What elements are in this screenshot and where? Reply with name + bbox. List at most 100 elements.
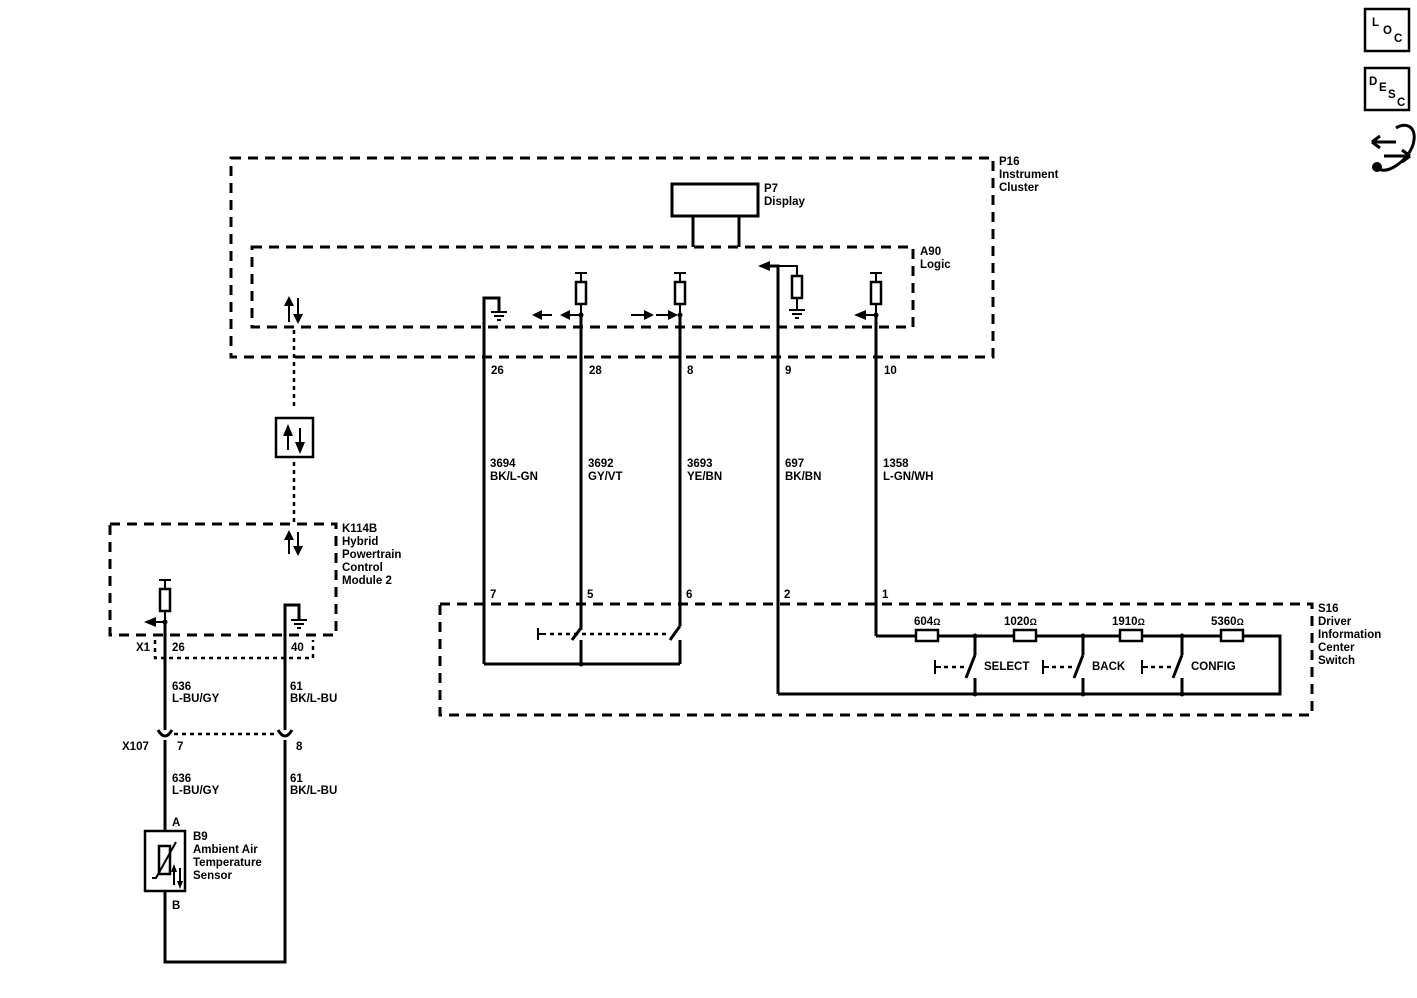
- s16-pin-numbers: 7 5 6 2 1: [490, 589, 889, 601]
- svg-text:Module 2: Module 2: [342, 575, 392, 587]
- svg-text:YE/BN: YE/BN: [687, 471, 722, 483]
- svg-text:K114B: K114B: [342, 523, 377, 535]
- svg-text:CONFIG: CONFIG: [1191, 661, 1236, 673]
- svg-text:7: 7: [177, 741, 183, 753]
- display-ribbon: [691, 216, 741, 247]
- desc-letter-d: D: [1369, 76, 1377, 88]
- svg-text:Instrument: Instrument: [999, 169, 1059, 181]
- hpcm2-label: K114B Hybrid Powertrain Control Module 2: [342, 523, 401, 587]
- svg-text:A: A: [172, 817, 180, 829]
- dic-switch-label: S16 Driver Information Center Switch: [1318, 603, 1381, 667]
- instrument-cluster-boundary: [229, 156, 995, 359]
- svg-text:P16: P16: [999, 156, 1019, 168]
- wire-61-lower-label: 61 BK/L-BU: [290, 773, 337, 797]
- desc-letter-e: E: [1379, 82, 1387, 94]
- logic-label: A90 Logic: [920, 246, 951, 271]
- wire-3693-label: 3693 YE/BN: [687, 458, 722, 483]
- wire-636-lower-label: 636 L-BU/GY: [172, 773, 220, 797]
- svg-text:1: 1: [882, 589, 889, 601]
- svg-text:26: 26: [172, 642, 185, 654]
- svg-text:3693: 3693: [687, 458, 713, 470]
- sensor-pin-labels: A B: [172, 817, 180, 912]
- svg-text:1910Ω: 1910Ω: [1112, 616, 1145, 628]
- svg-text:Cluster: Cluster: [999, 182, 1039, 194]
- logic-circuit-10: [854, 272, 883, 636]
- svg-text:Powertrain: Powertrain: [342, 549, 401, 561]
- svg-text:61: 61: [290, 681, 303, 693]
- cluster-pin-numbers: 26 28 8 9 10: [491, 365, 897, 377]
- svg-text:BACK: BACK: [1092, 661, 1126, 673]
- svg-text:Hybrid: Hybrid: [342, 536, 378, 548]
- hpcm2-sensor-input: [144, 579, 172, 730]
- svg-text:Control: Control: [342, 562, 383, 574]
- svg-text:Switch: Switch: [1318, 655, 1355, 667]
- loc-button[interactable]: L O C: [1363, 7, 1411, 53]
- svg-text:S16: S16: [1318, 603, 1338, 615]
- svg-text:7: 7: [490, 589, 496, 601]
- svg-text:B: B: [172, 900, 180, 912]
- svg-text:P7: P7: [764, 183, 778, 195]
- svg-text:A90: A90: [920, 246, 941, 258]
- svg-text:Display: Display: [764, 196, 806, 208]
- display-box: [670, 182, 760, 218]
- svg-text:5360Ω: 5360Ω: [1211, 616, 1244, 628]
- svg-text:9: 9: [785, 365, 791, 377]
- wire-636-upper-label: 636 L-BU/GY: [172, 681, 220, 705]
- mode-switch: [484, 625, 682, 667]
- instrument-cluster-label: P16 Instrument Cluster: [999, 156, 1059, 194]
- svg-text:Logic: Logic: [920, 259, 951, 271]
- svg-text:Temperature: Temperature: [193, 857, 262, 869]
- wire-3692-label: 3692 GY/VT: [588, 458, 623, 483]
- desc-letter-c: C: [1397, 97, 1405, 109]
- svg-text:26: 26: [491, 365, 504, 377]
- loc-letter-c: C: [1394, 33, 1402, 45]
- svg-text:L-BU/GY: L-BU/GY: [172, 693, 220, 705]
- x107-connector-labels: X107 7 8: [122, 741, 303, 753]
- svg-text:Information: Information: [1318, 629, 1381, 641]
- hpcm2-serial-icon: [284, 530, 303, 556]
- svg-text:2: 2: [784, 589, 790, 601]
- config-switch: CONFIG: [1141, 636, 1236, 694]
- svg-text:BK/L-GN: BK/L-GN: [490, 471, 538, 483]
- svg-text:40: 40: [291, 642, 304, 654]
- svg-text:X107: X107: [122, 741, 149, 753]
- connector-view-icon[interactable]: [1371, 123, 1416, 172]
- hpcm2-ground: [283, 603, 307, 730]
- back-switch: BACK: [1042, 636, 1126, 694]
- wire-1358-label: 1358 L-GN/WH: [883, 458, 933, 483]
- svg-text:BK/BN: BK/BN: [785, 471, 821, 483]
- desc-button[interactable]: D E S C: [1363, 66, 1411, 112]
- svg-text:Center: Center: [1318, 642, 1355, 654]
- svg-text:L-BU/GY: L-BU/GY: [172, 785, 220, 797]
- svg-text:697: 697: [785, 458, 804, 470]
- gateway-icon: [274, 416, 315, 459]
- svg-text:L-GN/WH: L-GN/WH: [883, 471, 933, 483]
- loc-letter-l: L: [1372, 17, 1379, 29]
- svg-text:636: 636: [172, 681, 191, 693]
- wire-697-label: 697 BK/BN: [785, 458, 821, 483]
- svg-text:BK/L-BU: BK/L-BU: [290, 693, 337, 705]
- svg-text:BK/L-BU: BK/L-BU: [290, 785, 337, 797]
- svg-text:604Ω: 604Ω: [914, 616, 940, 628]
- svg-text:GY/VT: GY/VT: [588, 471, 623, 483]
- svg-text:636: 636: [172, 773, 191, 785]
- svg-text:28: 28: [589, 365, 602, 377]
- hpcm2-boundary: [108, 522, 338, 637]
- serial-data-icon: [284, 296, 303, 324]
- wire-3694-label: 3694 BK/L-GN: [490, 458, 538, 483]
- logic-input-28: [532, 272, 588, 630]
- svg-text:3692: 3692: [588, 458, 614, 470]
- svg-text:5: 5: [587, 589, 594, 601]
- svg-text:Driver: Driver: [1318, 616, 1352, 628]
- ambient-air-temp-sensor: [143, 829, 187, 893]
- svg-text:61: 61: [290, 773, 303, 785]
- x1-connector-labels: X1 26 40: [136, 642, 304, 654]
- resistor-values: 604Ω 1020Ω 1910Ω 5360Ω: [914, 616, 1244, 628]
- select-switch: SELECT: [934, 636, 1029, 694]
- x1-connector-outline: [153, 640, 315, 660]
- svg-text:8: 8: [296, 741, 303, 753]
- dic-switch-boundary: [438, 602, 1314, 717]
- svg-text:Ambient Air: Ambient Air: [193, 844, 258, 856]
- wire-61-upper-label: 61 BK/L-BU: [290, 681, 337, 705]
- svg-text:10: 10: [884, 365, 897, 377]
